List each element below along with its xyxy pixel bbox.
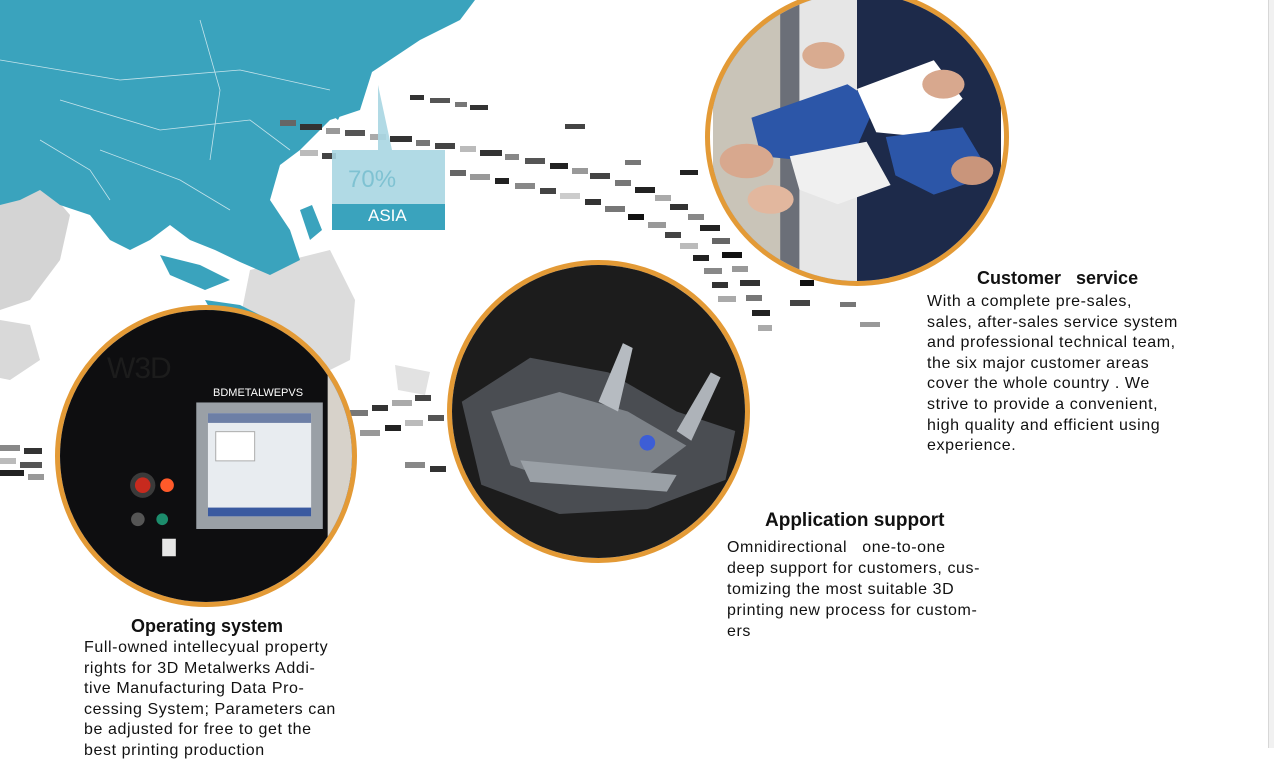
operating-system-body: Full-owned intellecyual property rights … [84,639,336,759]
page-edge [1268,0,1274,748]
customer-service-heading: Customer service [977,268,1139,288]
customer-service-photo [705,0,1009,286]
puzzle-hands-image [713,0,1001,281]
customer-service-body: With a complete pre-sales, sales, after-… [927,293,1178,455]
market-share-percent: 70% [348,166,397,193]
machine-brand-text: W3D [107,352,172,385]
application-support-body: Omnidirectional one-to-one deep support … [727,539,981,640]
operating-system-heading: Operating system [131,616,284,636]
application-support-photo [447,260,750,563]
metal-motorcycle-image [452,265,745,558]
market-region-label: ASIA [368,206,407,225]
operating-system-photo: W3D BDMETALWEPVS [55,305,357,607]
machine-model-text: BDMETALWEPVS [213,387,304,399]
machine-control-panel-image [60,310,352,602]
application-support-heading: Application support [765,510,945,531]
